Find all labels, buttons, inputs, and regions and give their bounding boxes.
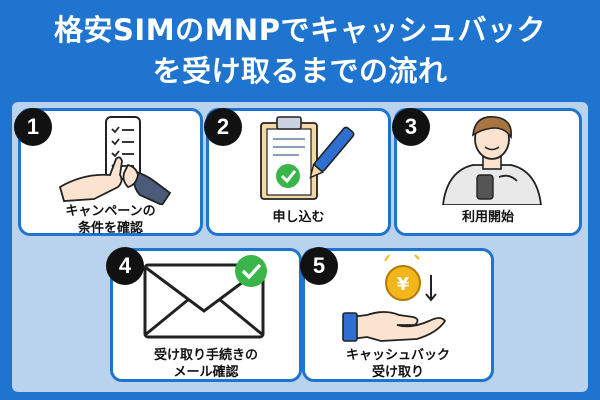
step-number-4: 4 xyxy=(106,247,144,285)
page-title: 格安SIMのMNPでキャッシュバック を受け取るまでの流れ xyxy=(0,10,600,92)
step-label-5: キャッシュバック 受け取り xyxy=(345,348,450,380)
title-line-2: を受け取るまでの流れ xyxy=(152,54,448,88)
svg-text:¥: ¥ xyxy=(397,274,410,295)
envelope-check-icon xyxy=(143,255,267,339)
phone-checklist-icon xyxy=(58,116,172,205)
step-label-4: 受け取り手続きの メール確認 xyxy=(153,348,258,380)
clipboard-pen-icon xyxy=(260,116,355,200)
coin-hand-icon: ¥ xyxy=(342,254,447,342)
step-card-4: 受け取り手続きの メール確認 xyxy=(110,248,302,382)
step-label-2: 申し込む xyxy=(272,210,325,225)
step-number-5: 5 xyxy=(300,247,338,285)
step-card-3: 利用開始 xyxy=(394,108,582,236)
title-line-1: 格安SIMのMNPでキャッシュバック xyxy=(54,13,546,47)
step-number-3: 3 xyxy=(392,108,430,146)
step-number-1: 1 xyxy=(14,108,52,146)
person-phone-icon xyxy=(442,116,542,205)
step-number-2: 2 xyxy=(204,108,242,146)
step-label-3: 利用開始 xyxy=(461,210,514,225)
step-label-1: キャンペーンの 条件を確認 xyxy=(65,204,156,236)
